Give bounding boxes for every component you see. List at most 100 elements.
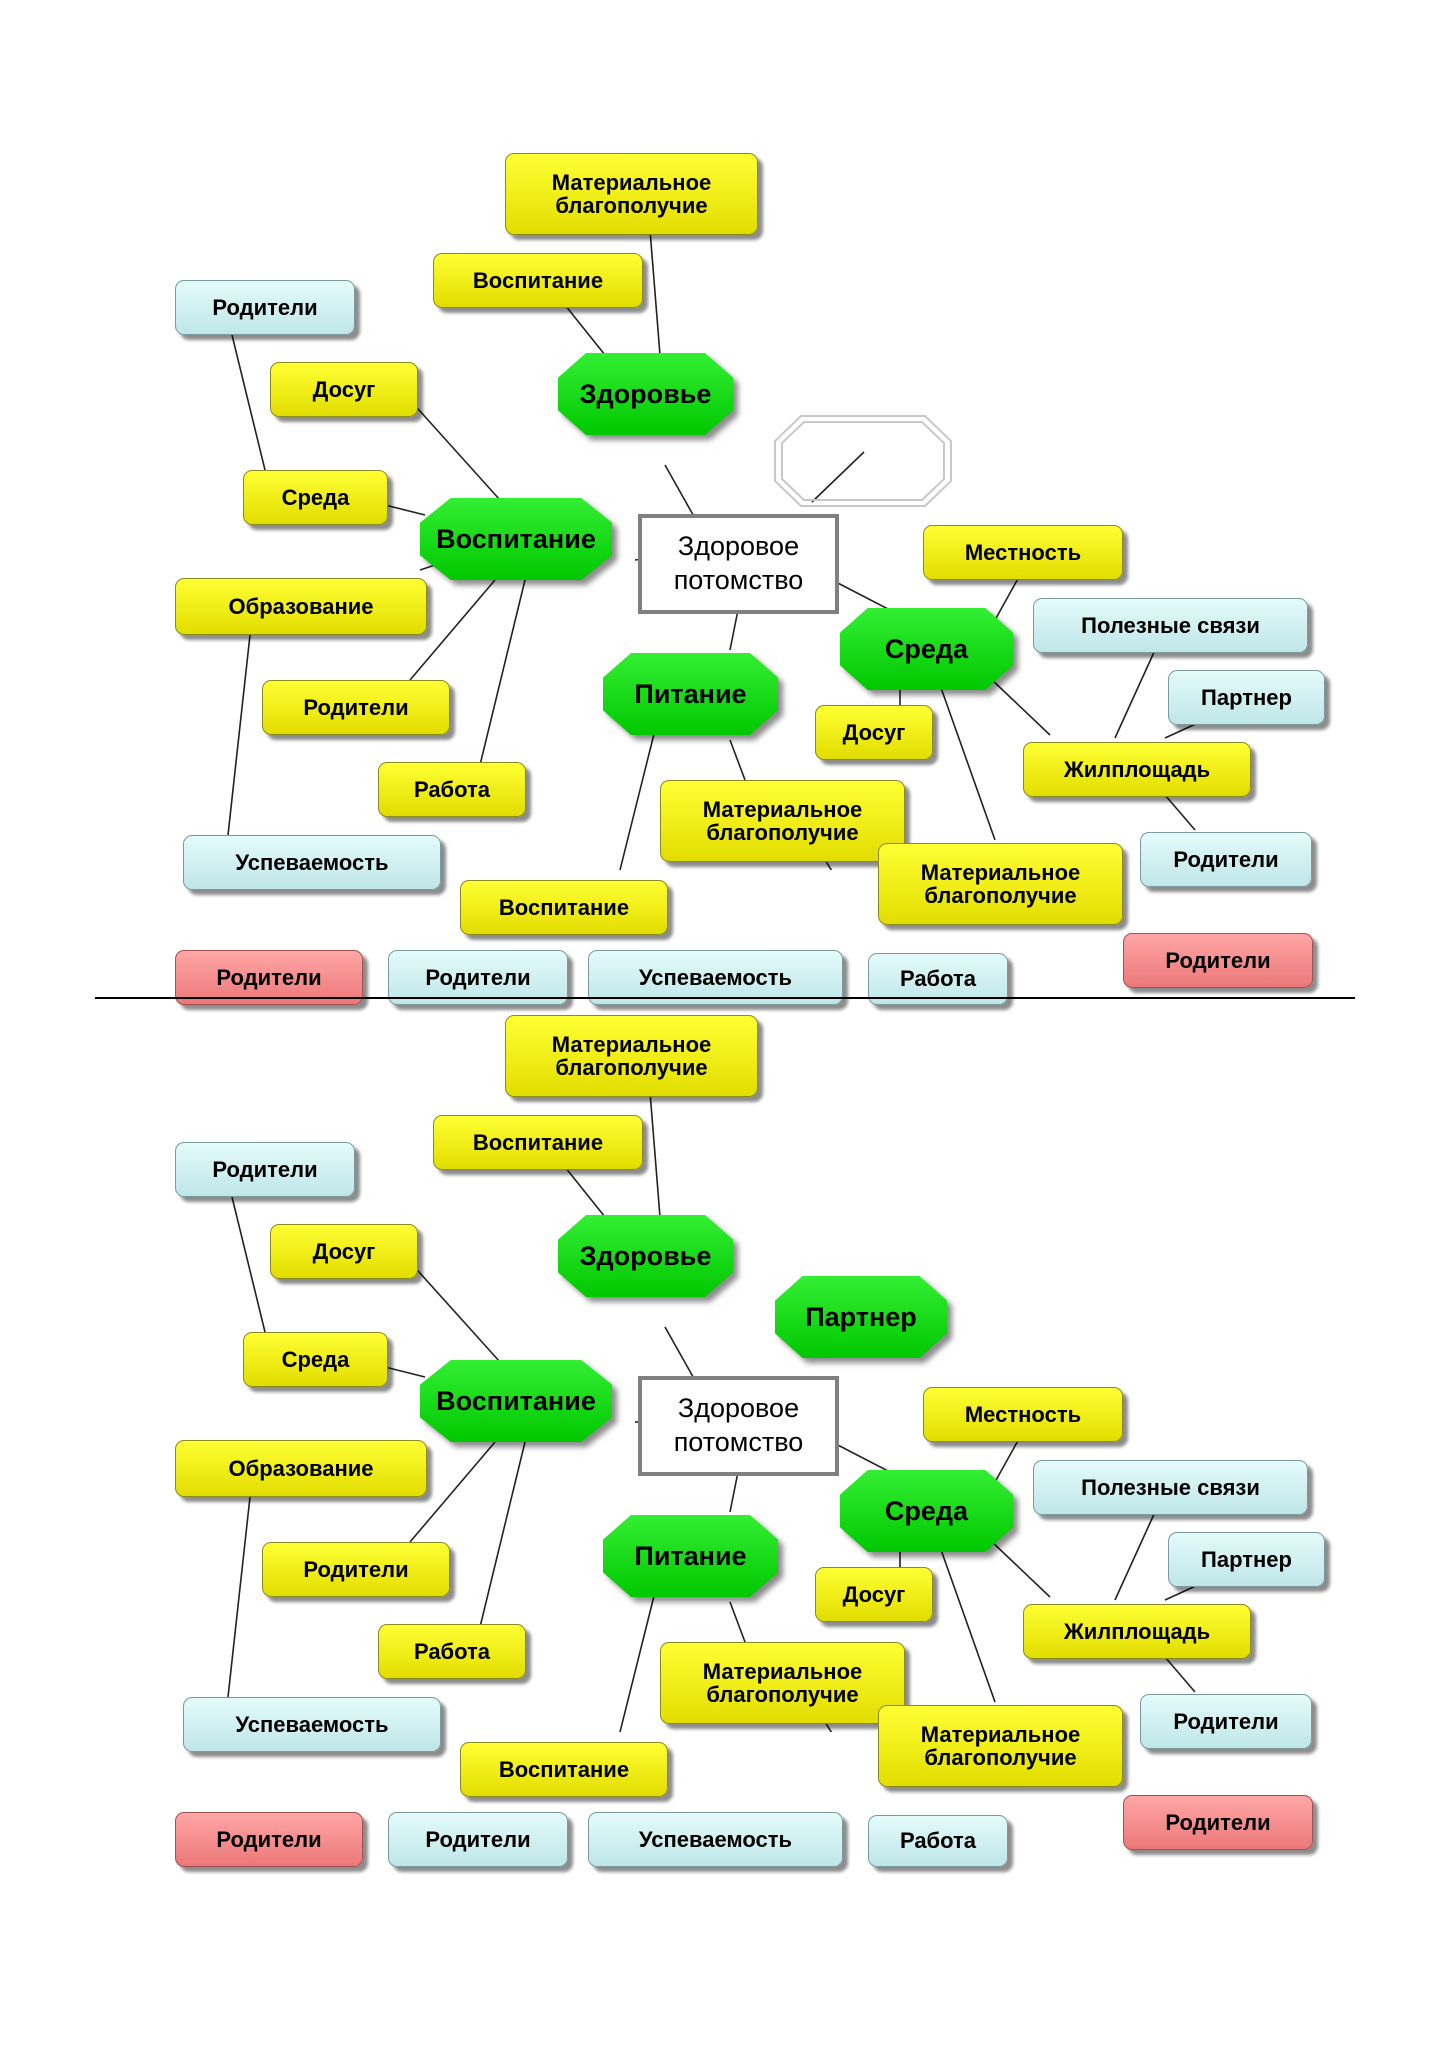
node-label: Родители <box>212 294 318 320</box>
node-label: Полезные связи <box>1081 612 1260 638</box>
node-education: Образование <box>175 578 427 635</box>
node-material-wellbeing: Материальное благополучие <box>878 1705 1123 1787</box>
node-label: Досуг <box>312 376 376 402</box>
node-parents: Родители <box>175 1142 355 1197</box>
hub-zdorovye-label: Здоровье <box>558 353 733 435</box>
node-environment: Среда <box>243 1332 388 1387</box>
node-label: Родители <box>425 964 531 990</box>
node-label: Родители <box>1165 1809 1271 1835</box>
hub-pitanie: Питание <box>603 1515 778 1597</box>
hub-pitanie: Питание <box>603 653 778 735</box>
hub-partner-label: Партнер <box>775 1276 947 1358</box>
node-label: Успеваемость <box>638 964 793 990</box>
node-label: Досуг <box>312 1238 376 1264</box>
node-upbringing: Воспитание <box>460 880 668 935</box>
node-parents-red: Родители <box>175 950 363 1005</box>
node-label: Воспитание <box>498 894 630 920</box>
node-label: Родители <box>212 1156 318 1182</box>
node-label: Работа <box>899 1828 977 1854</box>
hub-sreda: Среда <box>840 1470 1013 1552</box>
node-parents: Родители <box>388 1812 568 1867</box>
node-label: Досуг <box>842 719 906 745</box>
node-leisure: Досуг <box>270 362 418 417</box>
node-partner: Партнер <box>1168 1532 1325 1587</box>
node-leisure: Досуг <box>270 1224 418 1279</box>
node-parents: Родители <box>175 280 355 335</box>
node-parents: Родители <box>1140 1694 1312 1749</box>
node-label: Успеваемость <box>638 1826 793 1852</box>
node-parents: Родители <box>1140 832 1312 887</box>
node-label: Образование <box>228 593 374 619</box>
node-label: Среда <box>281 1346 350 1372</box>
node-work: Работа <box>378 762 526 817</box>
node-label: Местность <box>964 539 1082 565</box>
node-label: Материальное благополучие <box>702 1658 863 1707</box>
node-label: Родители <box>425 1826 531 1852</box>
connector-lines <box>227 229 1201 870</box>
node-living-space: Жилплощадь <box>1023 742 1251 797</box>
mindmap-top: Здоровое потомство Здоровье Воспитание П… <box>0 0 1449 1005</box>
node-label: Материальное благополучие <box>551 169 712 218</box>
node-material-wellbeing: Материальное благополучие <box>505 1015 758 1097</box>
node-label: Родители <box>303 694 409 720</box>
node-label: Воспитание <box>472 267 604 293</box>
hub-zdorovye-label: Здоровье <box>558 1215 733 1297</box>
node-upbringing: Воспитание <box>433 1115 643 1170</box>
hub-pitanie-label: Питание <box>603 653 778 735</box>
node-locality: Местность <box>923 525 1123 580</box>
node-label: Работа <box>413 1638 491 1664</box>
node-education: Образование <box>175 1440 427 1497</box>
mindmap-bottom: Здоровое потомство Партнер Здоровье Восп… <box>0 862 1449 1867</box>
node-leisure: Досуг <box>815 705 933 760</box>
hub-sreda-label: Среда <box>840 1470 1013 1552</box>
node-parents: Родители <box>262 1542 450 1597</box>
node-parents: Родители <box>388 950 568 1005</box>
node-label: Жилплощадь <box>1063 756 1211 782</box>
node-work: Работа <box>378 1624 526 1679</box>
node-label: Материальное благополучие <box>551 1031 712 1080</box>
node-partner: Партнер <box>1168 670 1325 725</box>
node-label: Успеваемость <box>235 1711 389 1737</box>
hub-vospitanie-label: Воспитание <box>420 1360 612 1442</box>
node-label: Партнер <box>1201 1546 1292 1572</box>
node-label: Родители <box>216 964 322 990</box>
connector-lines <box>227 1091 1201 1732</box>
node-performance: Успеваемость <box>183 835 441 890</box>
node-useful-connections: Полезные связи <box>1033 1460 1308 1515</box>
empty-octagon-placeholder <box>774 415 952 507</box>
node-label: Материальное благополучие <box>702 796 863 845</box>
node-label: Материальное благополучие <box>920 859 1081 908</box>
node-useful-connections: Полезные связи <box>1033 598 1308 653</box>
node-parents-red: Родители <box>1123 1795 1313 1850</box>
hub-vospitanie: Воспитание <box>420 1360 612 1442</box>
hub-sreda-label: Среда <box>840 608 1013 690</box>
node-upbringing: Воспитание <box>433 253 643 308</box>
node-label: Образование <box>228 1455 374 1481</box>
node-performance: Успеваемость <box>183 1697 441 1752</box>
node-performance: Успеваемость <box>588 950 843 1005</box>
hub-pitanie-label: Питание <box>603 1515 778 1597</box>
hub-partner: Партнер <box>775 1276 947 1358</box>
node-material-wellbeing: Материальное благополучие <box>505 153 758 235</box>
hub-vospitanie: Воспитание <box>420 498 612 580</box>
node-living-space: Жилплощадь <box>1023 1604 1251 1659</box>
node-work: Работа <box>868 1815 1008 1867</box>
node-work: Работа <box>868 953 1008 1005</box>
hub-zdorovye: Здоровье <box>558 1215 733 1297</box>
node-parents-red: Родители <box>175 1812 363 1867</box>
node-label: Родители <box>303 1556 409 1582</box>
node-parents-red: Родители <box>1123 933 1313 988</box>
center-label: Здоровое потомство <box>673 1393 804 1457</box>
node-label: Работа <box>413 776 491 802</box>
node-label: Родители <box>216 1826 322 1852</box>
node-label: Родители <box>1173 1708 1279 1734</box>
node-label: Досуг <box>842 1581 906 1607</box>
node-locality: Местность <box>923 1387 1123 1442</box>
node-label: Среда <box>281 484 350 510</box>
node-label: Партнер <box>1201 684 1292 710</box>
node-material-wellbeing: Материальное благополучие <box>660 1642 905 1724</box>
node-label: Воспитание <box>472 1129 604 1155</box>
center-node: Здоровое потомство <box>638 514 839 614</box>
node-label: Успеваемость <box>235 849 389 875</box>
node-label: Жилплощадь <box>1063 1618 1211 1644</box>
